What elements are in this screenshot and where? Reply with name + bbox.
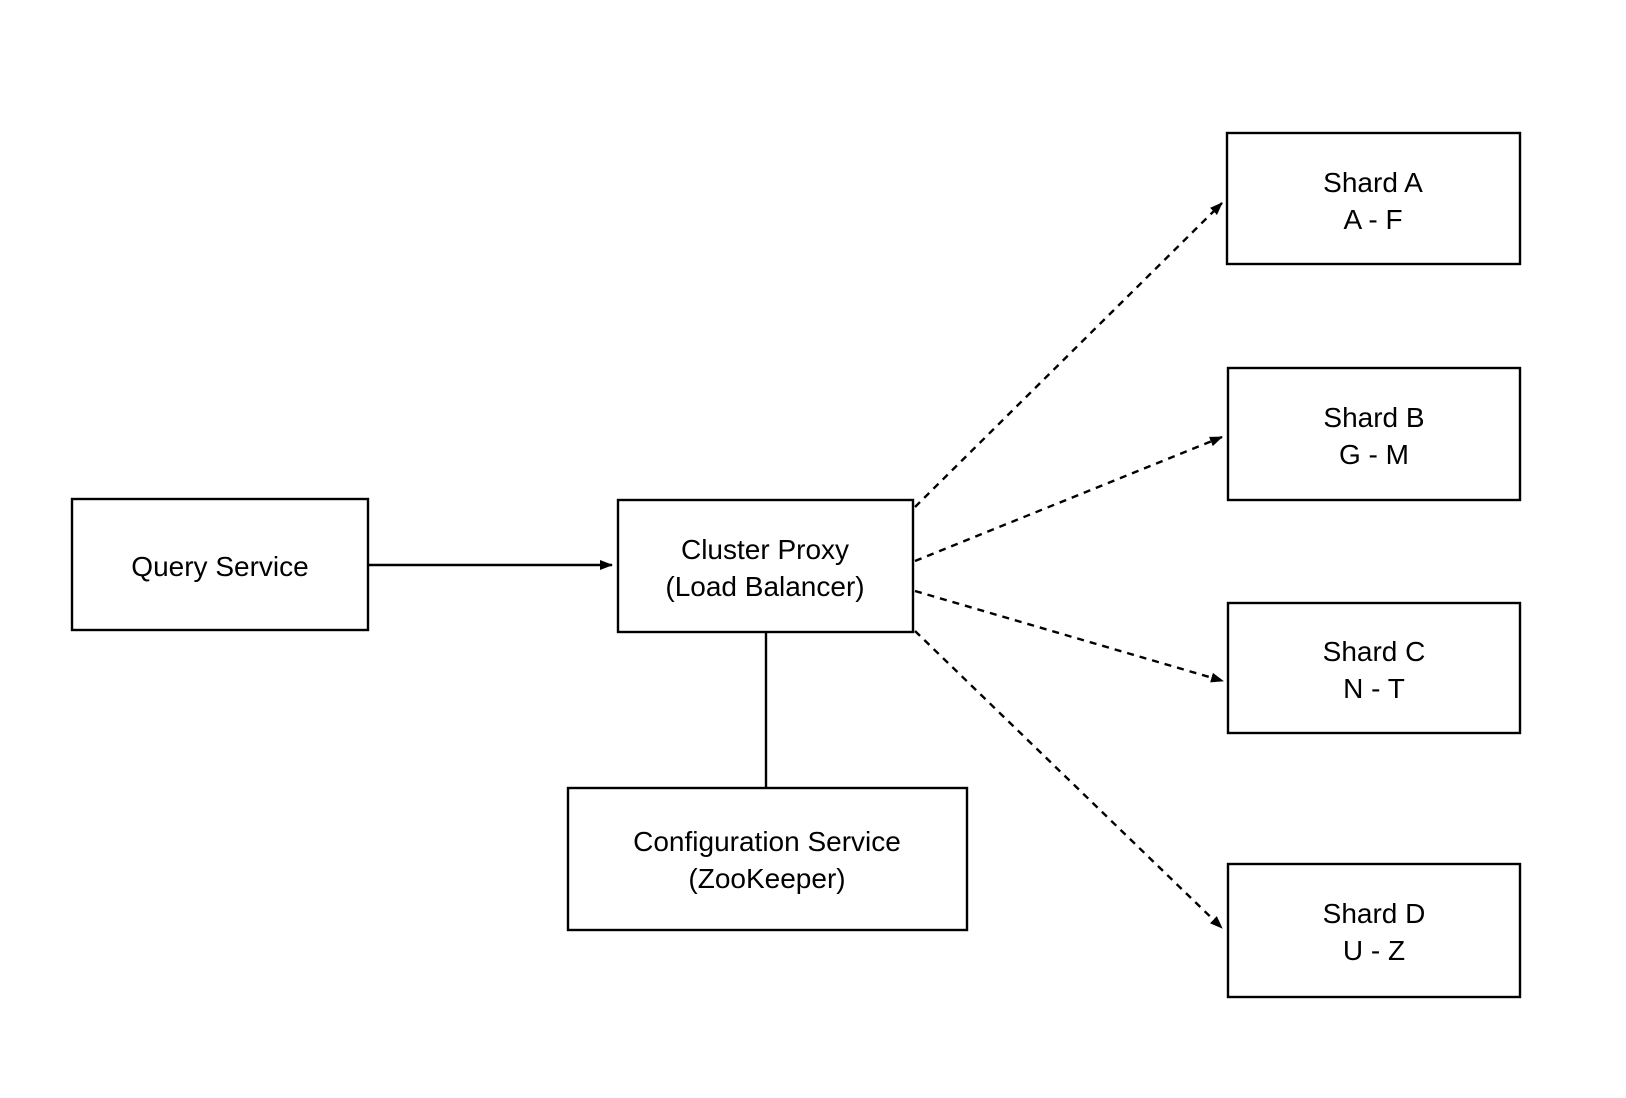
shard-b-label-line1: Shard B <box>1323 402 1424 433</box>
shard-d-label-line2: U - Z <box>1343 935 1405 966</box>
shard-c-label-line1: Shard C <box>1323 636 1426 667</box>
edge-proxy-to-shard-a-dotted-arrow <box>914 202 1223 508</box>
cluster-proxy-box <box>616 498 915 634</box>
shard-a-label-line1: Shard A <box>1323 167 1423 198</box>
shard-d-box <box>1226 862 1522 999</box>
configuration-service-label-line2: (ZooKeeper) <box>688 863 845 894</box>
node-shard-d: Shard D U - Z <box>1226 862 1522 999</box>
query-service-box <box>70 497 370 632</box>
edge-proxy-to-shard-b-dotted-arrow <box>914 435 1223 563</box>
cluster-proxy-label-line2: (Load Balancer) <box>665 571 864 602</box>
query-service-label: Query Service <box>131 551 308 582</box>
shard-a-label-line2: A - F <box>1343 204 1402 235</box>
shard-c-label-line2: N - T <box>1343 673 1405 704</box>
configuration-service-box <box>566 786 969 932</box>
shard-b-label-line2: G - M <box>1339 439 1409 470</box>
cluster-proxy-label-line1: Cluster Proxy <box>681 534 849 565</box>
node-shard-a: Shard A A - F <box>1225 131 1522 266</box>
node-query-service: Query Service <box>70 497 370 632</box>
configuration-service-label-line1: Configuration Service <box>633 826 901 857</box>
shard-d-label-line1: Shard D <box>1323 898 1426 929</box>
node-shard-b: Shard B G - M <box>1226 366 1522 502</box>
node-cluster-proxy: Cluster Proxy (Load Balancer) <box>616 498 915 634</box>
edge-proxy-to-shard-c-dotted-arrow <box>914 589 1224 683</box>
node-configuration-service: Configuration Service (ZooKeeper) <box>566 786 969 932</box>
shard-a-box <box>1225 131 1522 266</box>
shard-b-box <box>1226 366 1522 502</box>
shard-c-box <box>1226 601 1522 735</box>
edge-proxy-to-shard-d-dotted-arrow <box>914 630 1223 929</box>
node-shard-c: Shard C N - T <box>1226 601 1522 735</box>
